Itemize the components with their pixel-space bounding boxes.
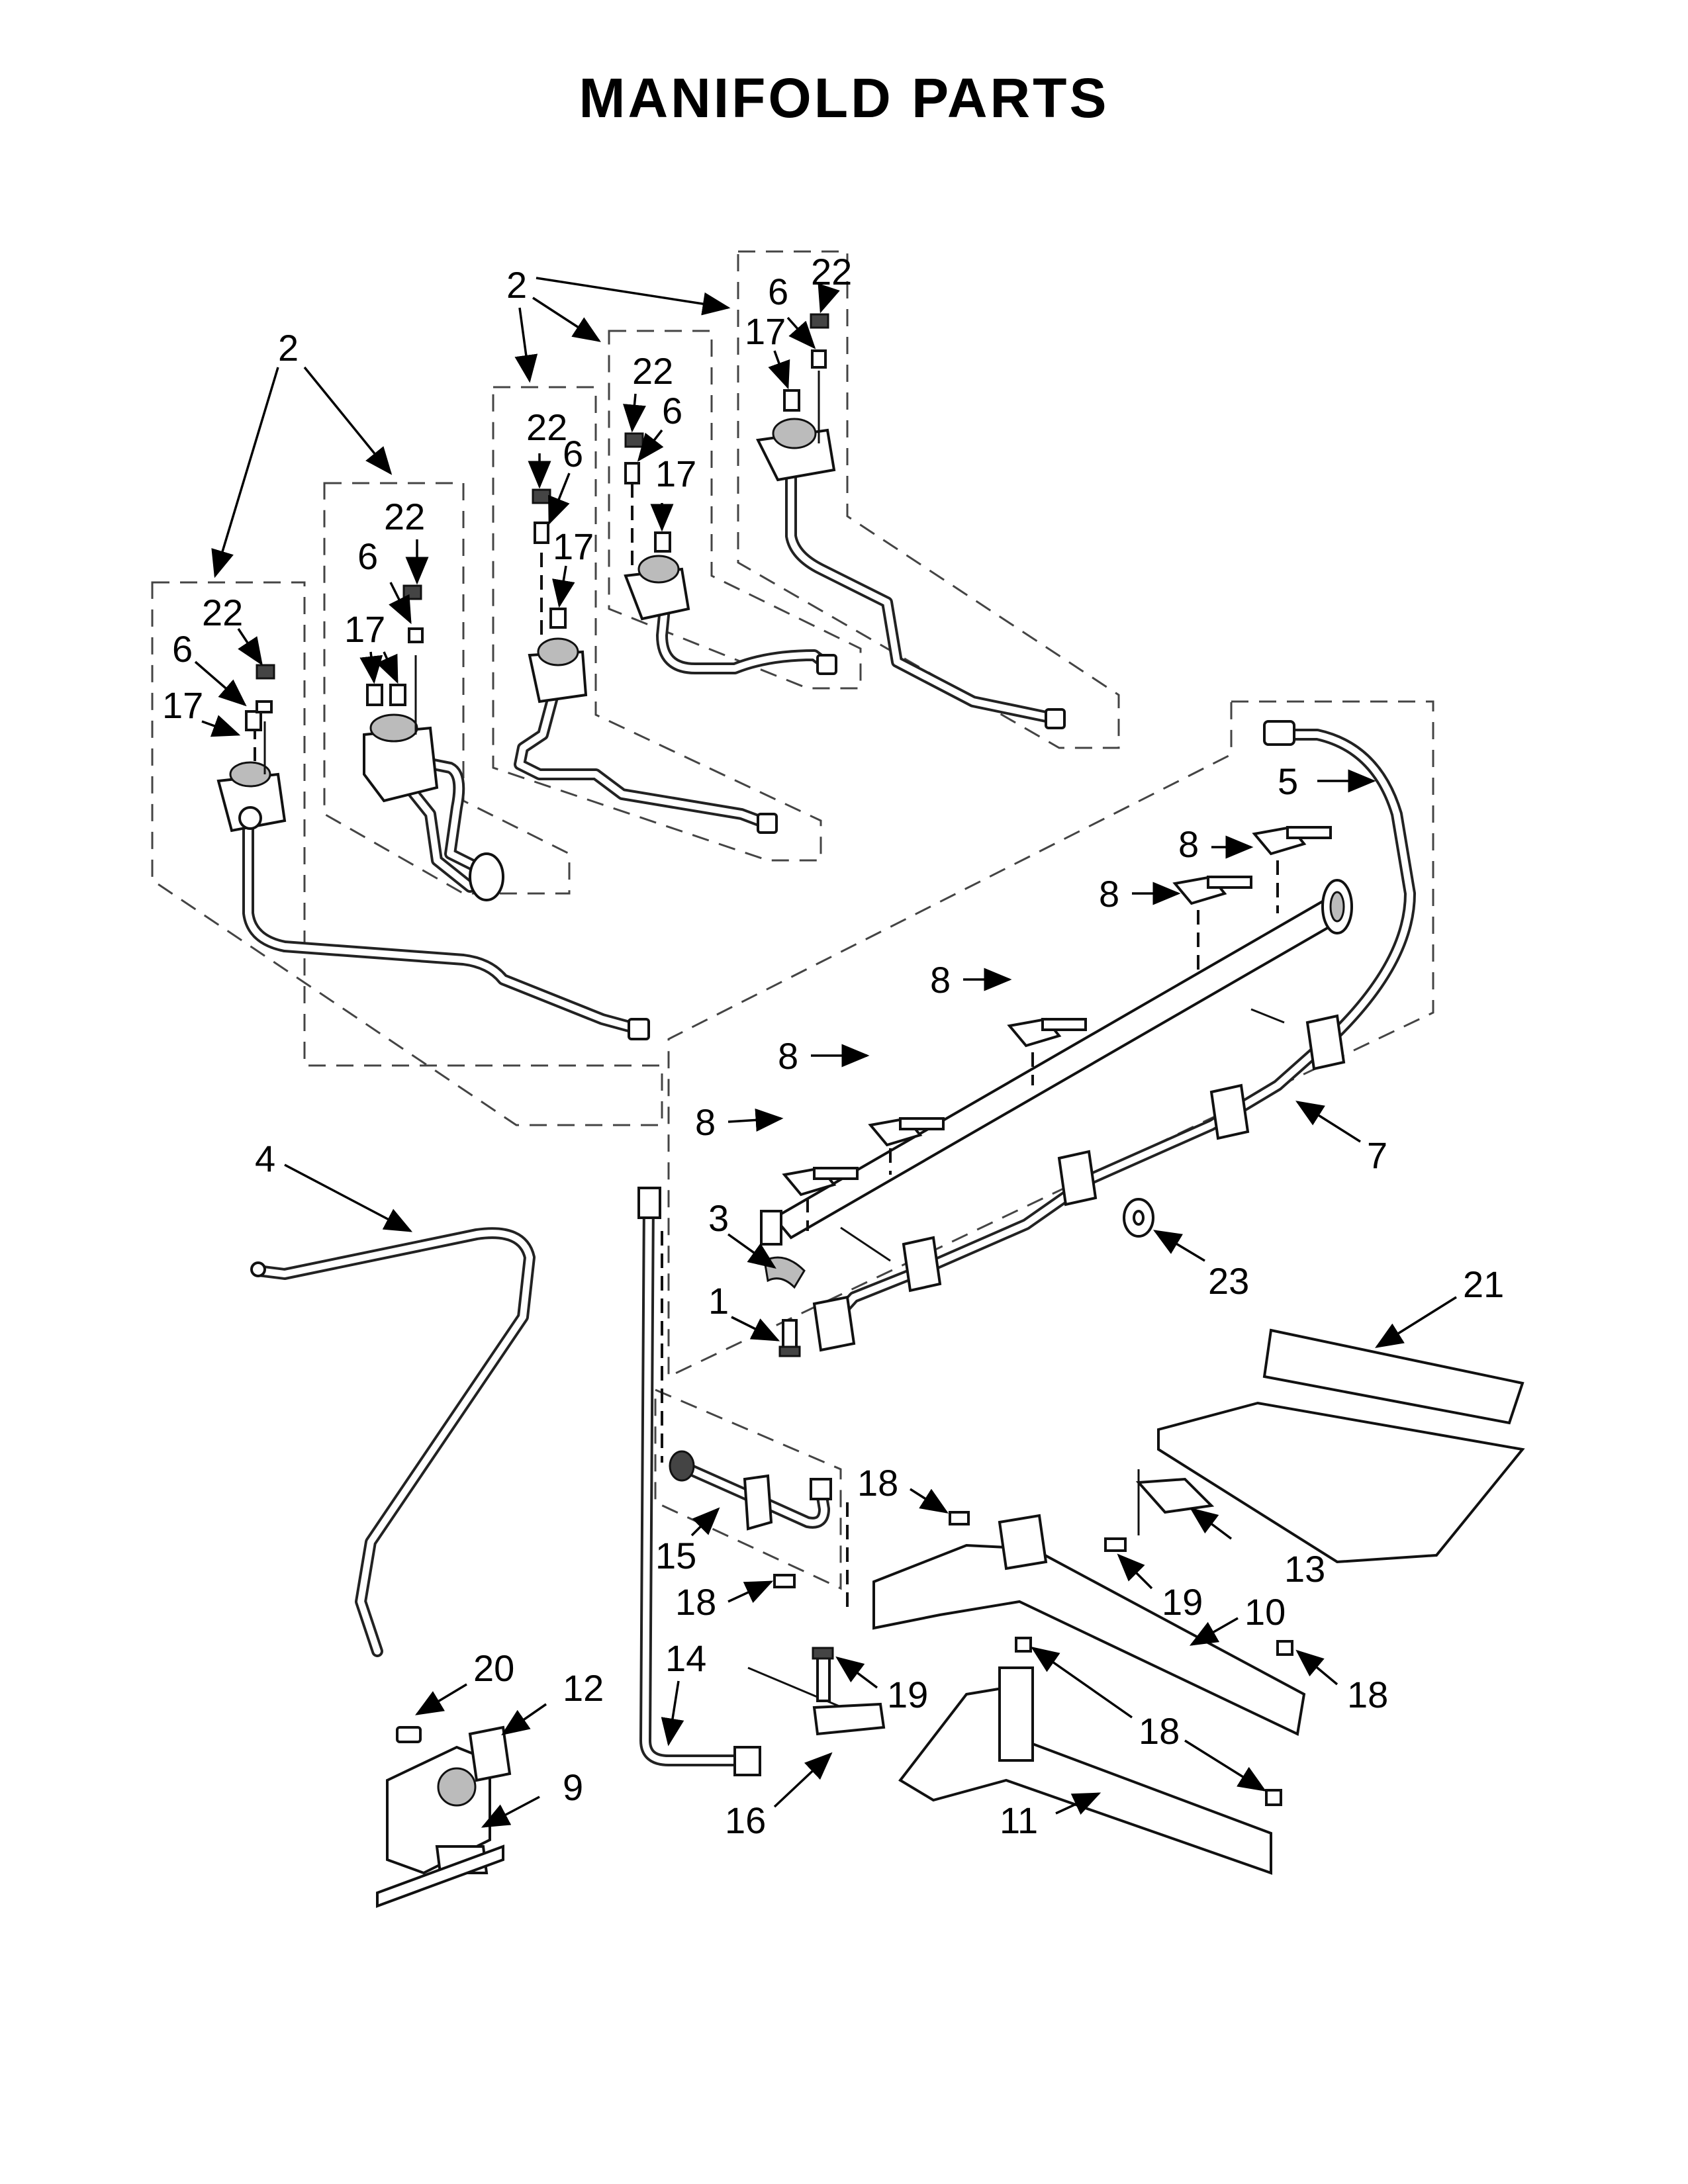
callout-11: 11 (1000, 1799, 1038, 1841)
callout-9: 9 (563, 1766, 583, 1808)
callout-22-c: 22 (526, 406, 567, 448)
callout-12: 12 (563, 1667, 604, 1709)
callout-6-e: 6 (768, 271, 788, 312)
callout-1: 1 (708, 1280, 729, 1322)
callout-18-b: 18 (675, 1581, 716, 1623)
callout-8-e: 8 (695, 1101, 716, 1143)
callout-4: 4 (255, 1138, 275, 1179)
callout-leaders (194, 277, 1457, 1828)
callout-22-a: 22 (202, 592, 243, 633)
callout-6-d: 6 (662, 390, 682, 432)
callout-17-b: 17 (344, 608, 385, 650)
valve-assembly-3 (514, 488, 778, 834)
callout-19-b: 19 (887, 1674, 928, 1715)
callout-18-d: 18 (1139, 1710, 1180, 1752)
callout-6-b: 6 (357, 535, 378, 577)
callout-20: 20 (473, 1647, 514, 1689)
callout-22-b: 22 (384, 496, 425, 537)
callout-7: 7 (1367, 1134, 1387, 1176)
callout-15: 15 (655, 1535, 696, 1576)
callout-18-c: 18 (1347, 1674, 1388, 1715)
callout-17-e: 17 (745, 310, 786, 352)
valve-assembly-5 (755, 313, 1066, 729)
callout-17-d: 17 (655, 453, 696, 494)
burner-assembly (846, 1328, 1525, 1875)
callout-16: 16 (725, 1799, 766, 1841)
callout-21: 21 (1463, 1263, 1504, 1305)
callout-3: 3 (708, 1197, 729, 1239)
callout-17-a: 17 (162, 684, 203, 726)
callout-19-a: 19 (1162, 1581, 1203, 1623)
orifice-fitting-row (782, 825, 1332, 1231)
callout-6-a: 6 (172, 628, 193, 670)
valve-assembly-1 (216, 664, 650, 1040)
valve-assembly-4 (624, 432, 837, 675)
callout-22-d: 22 (632, 350, 673, 392)
assembly-boundaries (151, 250, 1434, 1590)
callout-8-c: 8 (930, 959, 951, 1001)
callout-17-c: 17 (553, 525, 594, 567)
callout-8-a: 8 (1178, 823, 1199, 865)
supply-pipe (637, 1187, 886, 1776)
manifold-assembly (760, 720, 1416, 1357)
callout-23: 23 (1208, 1260, 1249, 1302)
callout-8-d: 8 (778, 1035, 798, 1077)
callout-13: 13 (1284, 1548, 1325, 1590)
lower-left-parts (250, 1227, 536, 1908)
callout-5: 5 (1278, 760, 1298, 802)
callout-2-b: 2 (506, 264, 527, 306)
callout-6-c: 6 (563, 433, 583, 475)
callout-10: 10 (1244, 1591, 1286, 1633)
valve-assembly-2 (363, 584, 504, 901)
page-title: MANIFOLD PARTS (579, 67, 1109, 129)
callout-14: 14 (665, 1637, 706, 1679)
callout-22-e: 22 (811, 251, 852, 293)
callout-labels: 2 2 22 6 17 22 6 17 22 6 17 22 6 17 6 22… (162, 251, 1504, 1841)
callout-2-a: 2 (278, 327, 299, 369)
callout-18-a: 18 (857, 1462, 898, 1504)
callout-8-b: 8 (1099, 873, 1119, 915)
